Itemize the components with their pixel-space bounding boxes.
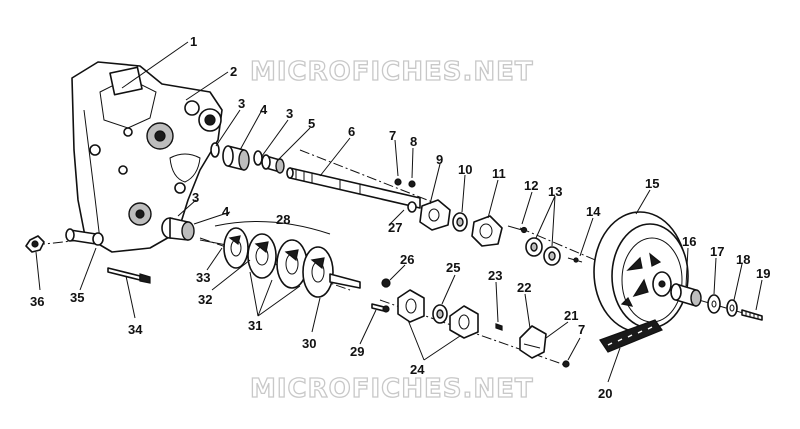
callout-10: 10 [458, 162, 472, 177]
leader-lines [35, 41, 763, 383]
callout-5: 5 [308, 116, 315, 131]
callout-31: 31 [248, 318, 262, 333]
left-hardware [25, 228, 151, 284]
callout-36: 36 [30, 294, 44, 309]
drive-clutch-drum [593, 211, 689, 333]
callout-25: 25 [446, 260, 460, 275]
upper-bearing-set [210, 142, 285, 174]
callout-32: 32 [198, 292, 212, 307]
callout-29: 29 [350, 344, 364, 359]
drum-end-hardware [670, 283, 763, 321]
gear-cluster [161, 217, 361, 298]
callout-4-upper: 4 [260, 102, 268, 117]
callout-24: 24 [410, 362, 425, 377]
callout-21: 21 [564, 308, 578, 323]
callout-14: 14 [586, 204, 601, 219]
callout-3-upper-right: 3 [286, 106, 293, 121]
callout-13: 13 [548, 184, 562, 199]
callout-8: 8 [410, 134, 417, 149]
callout-6: 6 [348, 124, 355, 139]
callout-4-lower: 4 [222, 204, 230, 219]
transmission-case [71, 61, 223, 253]
callout-numbers: 1 2 3 4 3 5 6 7 8 9 10 11 12 13 14 15 3 … [30, 34, 770, 401]
callout-15: 15 [645, 176, 659, 191]
callout-20: 20 [598, 386, 612, 401]
callout-1: 1 [190, 34, 197, 49]
callout-2: 2 [230, 64, 237, 79]
callout-30: 30 [302, 336, 316, 351]
lower-bearing-set [371, 278, 570, 368]
callout-16: 16 [682, 234, 696, 249]
callout-26: 26 [400, 252, 414, 267]
callout-33: 33 [196, 270, 210, 285]
callout-7-lower: 7 [578, 322, 585, 337]
main-shaft [286, 167, 421, 209]
callout-3-lower: 3 [192, 190, 199, 205]
callout-23: 23 [488, 268, 502, 283]
drive-chain [599, 319, 663, 353]
right-bearing-set [394, 178, 583, 266]
callout-28: 28 [276, 212, 290, 227]
callout-35: 35 [70, 290, 84, 305]
watermark-bottom: MICROFICHES.NET [250, 374, 534, 404]
callout-27: 27 [388, 220, 402, 235]
callout-11: 11 [492, 166, 506, 181]
callout-17: 17 [710, 244, 724, 259]
callout-22: 22 [517, 280, 531, 295]
callout-18: 18 [736, 252, 750, 267]
callout-9: 9 [436, 152, 443, 167]
callout-34: 34 [128, 322, 143, 337]
watermark-top: MICROFICHES.NET [250, 57, 534, 87]
callout-3-upper-left: 3 [238, 96, 245, 111]
callout-12: 12 [524, 178, 538, 193]
callout-19: 19 [756, 266, 770, 281]
callout-7-upper: 7 [389, 128, 396, 143]
